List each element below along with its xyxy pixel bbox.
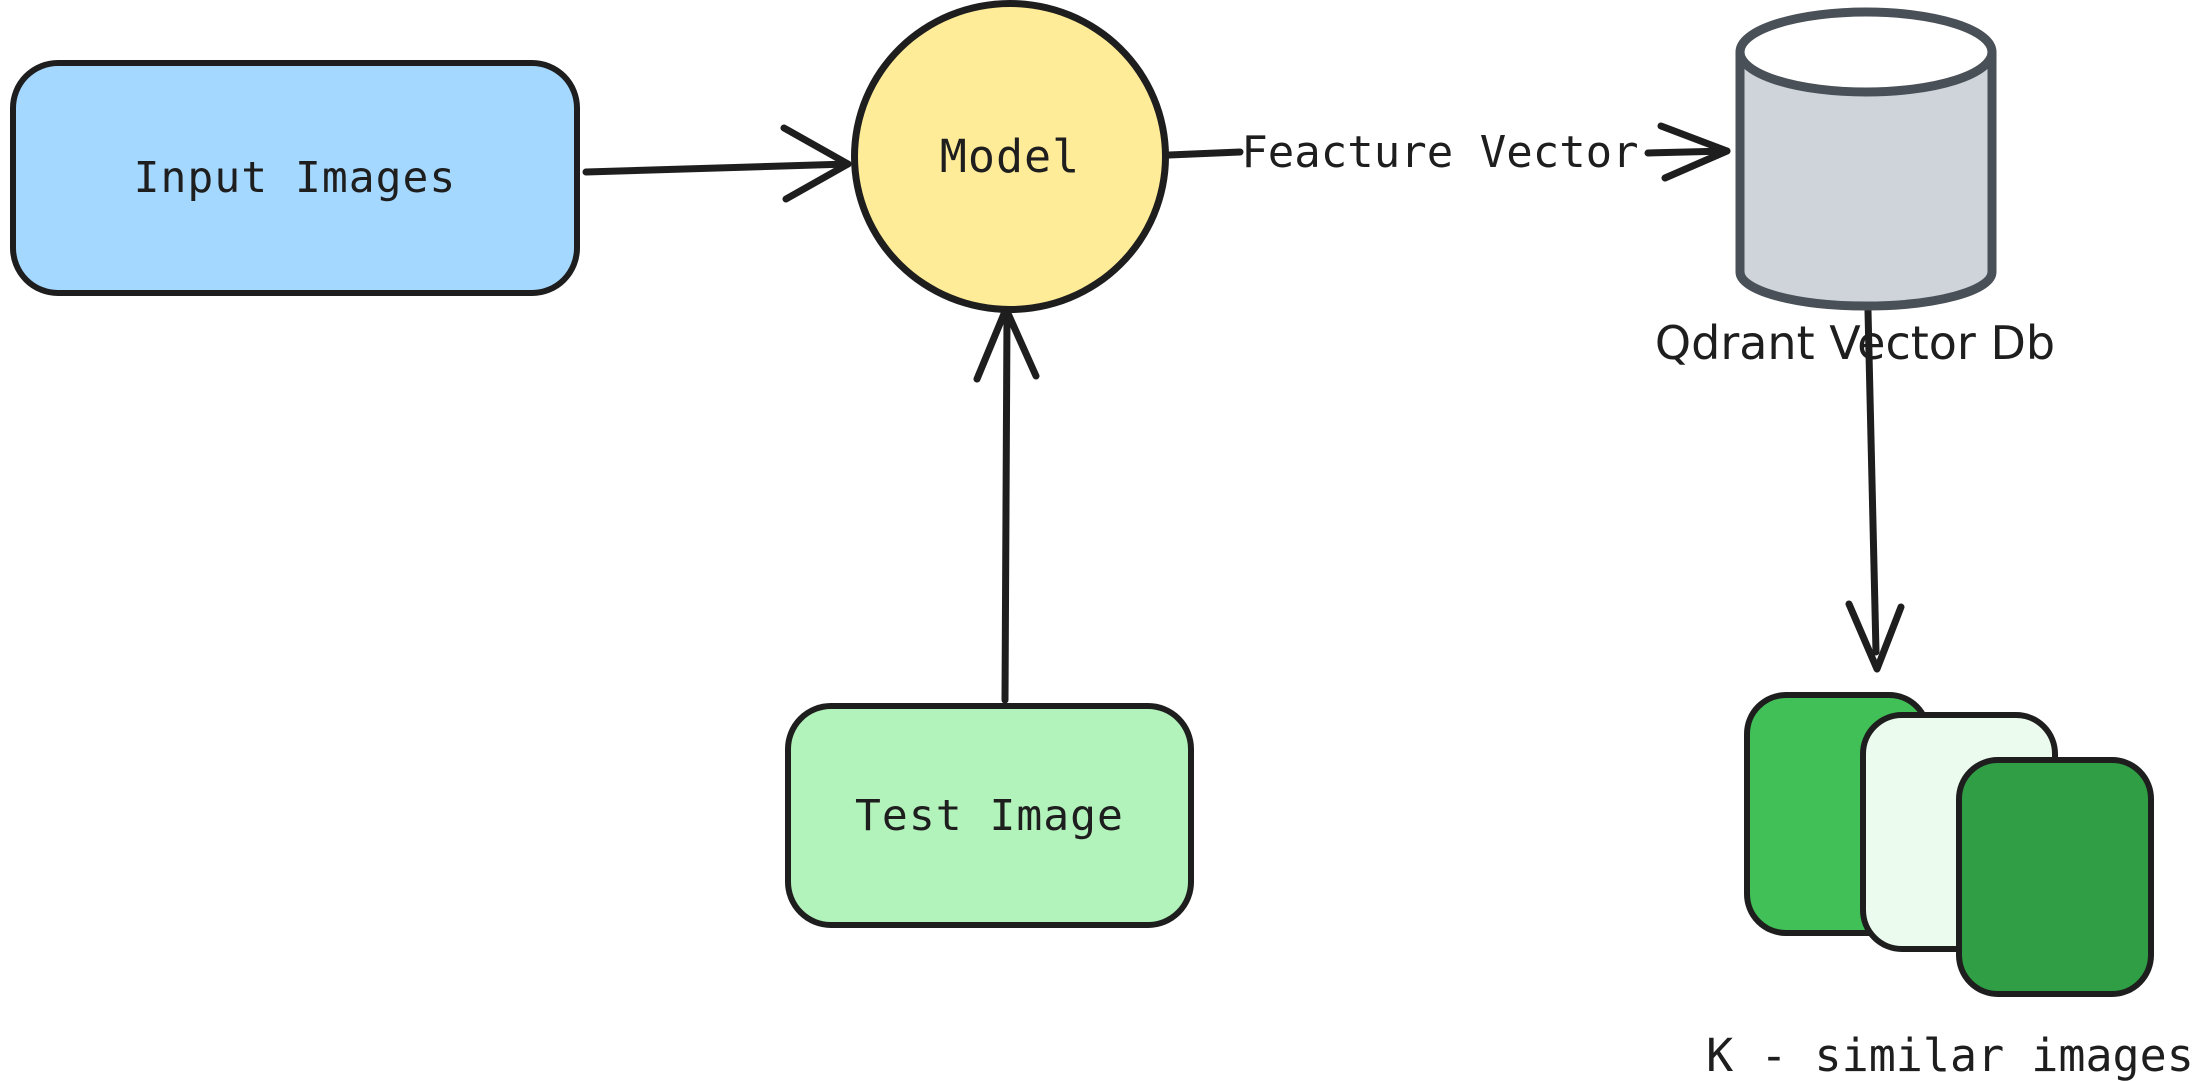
cylinder-body: [1735, 47, 1997, 311]
database-cylinder-icon: [1735, 7, 1997, 311]
input-images-label: Input Images: [133, 153, 457, 203]
stack-card-front: [1956, 757, 2154, 997]
k-similar-images-label: K - similar images: [1706, 1029, 2194, 1081]
feature-vector-edge-label: Feacture Vector: [1241, 127, 1639, 178]
test-image-label: Test Image: [855, 790, 1124, 841]
qdrant-db-label: Qdrant Vector Db: [1654, 316, 2056, 370]
input-images-node: Input Images: [10, 60, 580, 296]
test-image-node: Test Image: [785, 703, 1194, 928]
model-node: Model: [851, 0, 1169, 313]
model-label: Model: [939, 130, 1081, 183]
cylinder-top: [1735, 7, 1997, 97]
arrow-test-to-model: [973, 305, 1040, 704]
arrow-input-to-model: [582, 124, 852, 203]
